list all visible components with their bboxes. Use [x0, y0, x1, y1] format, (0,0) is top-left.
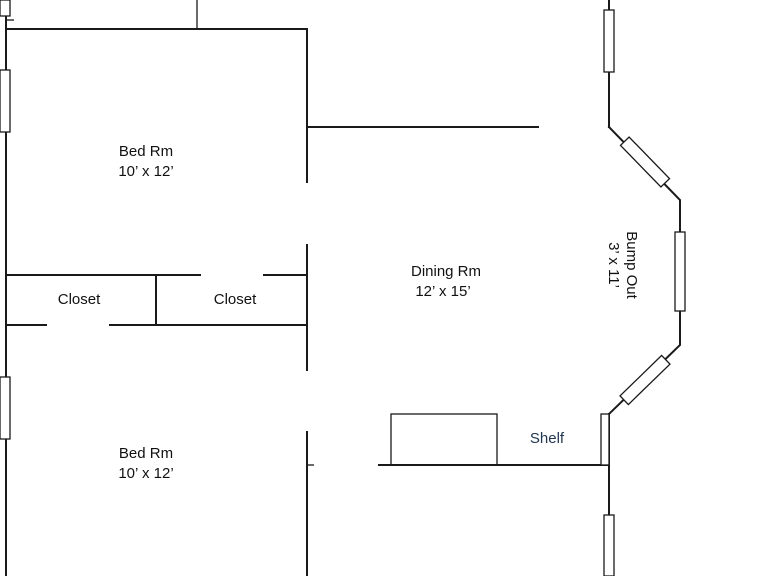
bed-room-bottom-name: Bed Rm — [119, 445, 173, 462]
shelf-unit — [390, 413, 498, 466]
bed-room-bottom-size: 10’ x 12’ — [118, 465, 173, 482]
window-left-upper — [0, 69, 11, 133]
shelf-label: Shelf — [530, 430, 565, 447]
dining-room-name: Dining Rm — [411, 263, 481, 280]
closet-right-label: Closet — [214, 291, 257, 308]
shelf-side-panel — [600, 413, 610, 466]
bump-out-size: 3’ x 11’ — [605, 242, 622, 288]
window-left-top — [0, 0, 11, 17]
window-bump-diagonal-bottom — [619, 354, 671, 406]
dining-room-size: 12’ x 15’ — [415, 283, 470, 300]
window-right-bottom — [603, 514, 615, 576]
window-bump-vertical — [674, 231, 686, 312]
bed-room-top-name: Bed Rm — [119, 143, 173, 160]
window-bump-diagonal-top — [619, 136, 671, 188]
bump-out-label-group: Bump Out 3’ x 11’ — [605, 231, 640, 299]
closet-left-label: Closet — [58, 291, 101, 308]
window-right-top — [603, 9, 615, 73]
bed-room-top-size: 10’ x 12’ — [118, 163, 173, 180]
bump-out-name: Bump Out — [623, 231, 640, 299]
window-left-lower — [0, 376, 11, 440]
